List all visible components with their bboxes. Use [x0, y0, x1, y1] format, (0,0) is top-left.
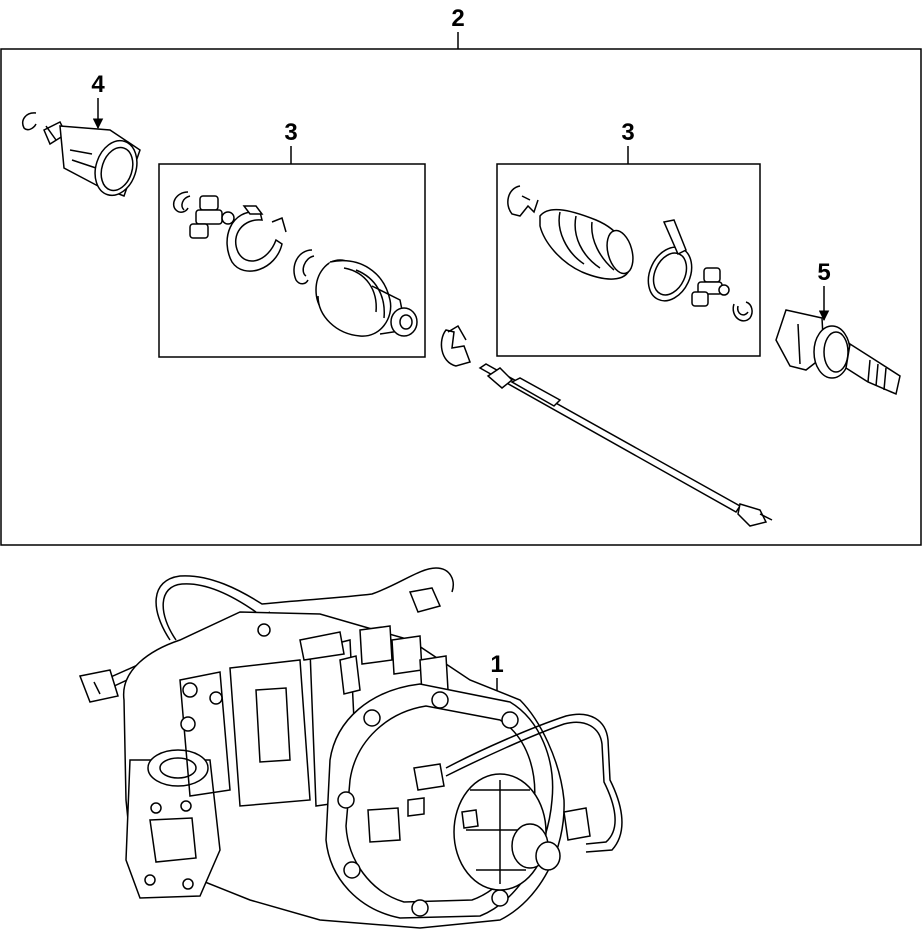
callout-2-label: 2: [451, 5, 464, 32]
callout-4-label: 4: [91, 71, 105, 98]
rear-differential-assembly[interactable]: [78, 567, 623, 929]
callout-1-label: 1: [490, 651, 503, 678]
callout-3-left[interactable]: 3: [284, 119, 298, 164]
callout-5-label: 5: [817, 259, 830, 286]
callout-3-right-label: 3: [621, 119, 634, 146]
boot-kit-box-right: [496, 163, 761, 357]
callout-5[interactable]: 5: [817, 259, 831, 322]
callout-2[interactable]: 2: [451, 5, 465, 49]
boot-kit-right-parts[interactable]: [507, 185, 753, 322]
inner-cv-joint[interactable]: [775, 309, 901, 396]
callout-3-right[interactable]: 3: [621, 119, 635, 164]
outer-cv-joint-housing[interactable]: [22, 112, 144, 201]
boot-kit-left-parts[interactable]: [172, 191, 418, 337]
axle-shaft[interactable]: [440, 324, 773, 527]
callout-4[interactable]: 4: [91, 71, 105, 130]
callout-3-left-label: 3: [284, 119, 297, 146]
drive-shaft-assembly-frame: [0, 48, 922, 546]
boot-kit-box-left: [158, 163, 426, 358]
